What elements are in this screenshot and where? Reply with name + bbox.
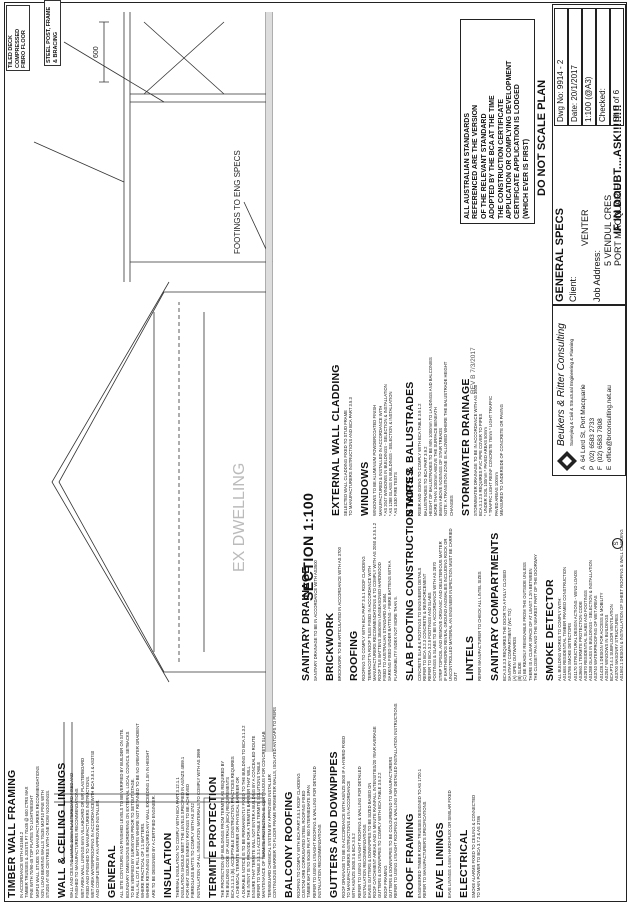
- note-heading: BALCONY ROOFING: [283, 791, 295, 898]
- note-line: TO MANUFACTURERS INSTRUCTIONS AND BCA PA…: [348, 397, 354, 516]
- note-body: THE PROTECTION OF BUILDINGS FROM TERMITE…: [220, 707, 277, 898]
- ex-dwelling-label: EX DWELLING: [231, 463, 248, 572]
- tiled-deck-callout: TILED DECK COMPRESSED FIBRO FLOOR: [6, 5, 30, 71]
- company-contacts: A 64 Lord St, Port Macquarie P (02) 6583…: [580, 384, 613, 470]
- note-line: WINDOWS TO BE ALUMINIUM POWDERCOATED FIN…: [372, 404, 378, 516]
- dimension-600: 600: [93, 46, 100, 58]
- note-line: CONTINUOUS BARRIER TO FLOOR FRAME PERIME…: [271, 707, 277, 898]
- note-heading: SMOKE DETECTOR: [544, 579, 556, 681]
- note-heading: STAIRS & BALUSTRADES: [404, 381, 417, 516]
- note-line: TIMBER BATTENS 90x35 F8 AT 900 INTERMEDI…: [306, 785, 312, 898]
- note-heading: ELECTRICAL: [457, 829, 470, 899]
- note-heading: ROOFING: [348, 630, 361, 681]
- note-line: WHERE RETAINING IS REQUIRED ANY WALL EXC…: [145, 750, 151, 898]
- note-body: WINDOWS TO BE ALUMINIUM POWDERCOATED FIN…: [372, 384, 398, 516]
- company-tagline: Surveying & Civil & Structural Engineeri…: [569, 338, 574, 446]
- section-drawing: EX DWELLING 600 FOOTINGS TO ENG SPECS: [33, 12, 273, 862]
- note-line: * AS 1530 FIRE TESTS: [393, 472, 399, 516]
- note-line: FLAMMABILITY INDEX NOT MORE THAN 5.: [392, 596, 398, 681]
- standards-note: ALL AUSTRALIAN STANDARDS REFERENCED ARE …: [460, 19, 536, 224]
- client-value: VENTER: [580, 209, 590, 246]
- note-heading: WALL & CEILING LININGS: [56, 762, 69, 898]
- note-line: CHANGES: [448, 495, 454, 516]
- company-logo-icon: [557, 451, 577, 471]
- note-body: BCA 3.8.3.3 REQUIRES THE DOOR TO A FULLY…: [502, 554, 538, 681]
- dwg-no-cell: Dwg No: 9914 - 2: [554, 8, 568, 126]
- note-heading: EAVE LININGS: [433, 822, 446, 898]
- note-heading: GUTTERS AND DOWNPIPES: [328, 751, 340, 898]
- job-label: Job Address:: [592, 249, 602, 302]
- note-body: SANITARY DRAINAGE TO BE IN ACCORDANCE WI…: [313, 560, 318, 681]
- note-line: NOTE: A TRANSITION ZONE IS ALLOWED WHERE…: [443, 361, 449, 516]
- note-heading: LINTELS: [464, 635, 477, 681]
- note-heading: BRICKWORK: [324, 612, 337, 681]
- job-line-1: 5 VENDUL CRES: [603, 194, 613, 266]
- note-body: SMOKE ALARMS FIXED TO CEILING & CONNECTE…: [471, 795, 481, 898]
- job-line-2: PORT MACQUARIE: [613, 184, 623, 266]
- note-heading: TERMITE PROTECTION: [206, 776, 219, 898]
- note-line: STUDS AT 600 CENTRES WITH ONE ROW NOGGIN…: [45, 789, 51, 898]
- note-heading: TIMBER WALL FRAMING: [6, 769, 18, 898]
- date-cell: Date: 20/1/2017: [568, 8, 582, 126]
- note-line: ALL SITE CONTOURS AND FINISHED LEVELS TO…: [119, 728, 125, 898]
- note-line: THE CLOSET PAN AND THE NEAREST PART OF T…: [532, 554, 538, 681]
- note-heading: EXTERNAL WALL CLADDING: [330, 364, 342, 516]
- note-line: REFER TO USING LYSAGHT ROOFING & WALLING…: [393, 703, 399, 898]
- note-line: MEASURED TO UNDERSIDE OF CONCRETE OR PAV…: [498, 404, 504, 516]
- note-line: AS1562.1 DESIGN & INSTALLATION OF SHEET …: [619, 529, 625, 681]
- do-not-scale: DO NOT SCALE PLAN: [536, 79, 548, 196]
- note-body: ROOF DRAINAGE TO BE IN ACCORDANCE WITH A…: [341, 703, 398, 898]
- note-line: INSTALLATION RECOMMENDATIONS: [316, 824, 322, 898]
- note-heading: INSULATION: [161, 832, 174, 898]
- footings-note: FOOTINGS TO ENG SPECS: [233, 150, 242, 254]
- steel-post-callout: STEEL POST, FRAME & BRACING: [44, 0, 61, 66]
- note-body: ROOFING TO COMPLY WITH BCA PART 3.5.1 RO…: [361, 523, 397, 681]
- note-heading: SANITARY COMPARTMENTS: [488, 532, 501, 681]
- note-body: WALL AND CEILING LINING 10mm PLASTERBOAR…: [69, 751, 100, 898]
- drawing-title: GENERAL SPECS: [554, 208, 566, 302]
- note-line: INSTALLATION OF ALL INSULATION MATERIALS…: [195, 748, 201, 898]
- note-line: REFER MANUFACTURER TO CHECK ALL LINTEL S…: [477, 571, 483, 681]
- scale-cell: 1:100 (@A3): [582, 8, 596, 126]
- note-body: THERMAL INSULATION TO COMPLY WITH BCA PA…: [175, 749, 201, 898]
- client-label: Client:: [568, 276, 578, 302]
- note-line: UNCONTROLLED MATERIAL AN ENGINEER INSPEC…: [448, 528, 454, 681]
- note-line: * TRAFFIC LIGHT REINF CONCRETE 75mm * LI…: [488, 396, 494, 516]
- note-heading: STORMWATER DRAINAGE: [459, 378, 472, 516]
- note-body: ROOFING TO COMPLY WITH BCA PART 3.5.1 RO…: [296, 766, 322, 898]
- note-line: BRICKWORK TO BE ARTICULATED IN ACCORDANC…: [337, 547, 343, 681]
- note-line: AND COMPLETED BY AN APPROVED INSTALLER.: [95, 799, 101, 898]
- note-body: ALL SITE CONTOURS AND FINISHED LEVELS TO…: [119, 723, 155, 898]
- note-heading: WINDOWS: [359, 461, 372, 516]
- note-body: ENGINEERED TIMBER ROOF TRUSSES DESIGNED …: [417, 769, 427, 898]
- note-line: (C) BE READILY REMOVABLE FROM THE OUTSID…: [522, 562, 528, 681]
- note-body: STORMWATER DRAINAGE TO BE IN ACCORDANCE …: [473, 385, 504, 516]
- company-name: Beukers & Ritter Consulting: [556, 323, 567, 446]
- note-line: ARE TO BE DESIGNED BY A CERTIFIED ENGINE…: [150, 795, 156, 898]
- note-line: MAINTENANCE OF TERMITE PROTECTION IS CON…: [261, 731, 267, 898]
- note-body: REFER MANUFACTURER TO CHECK ALL LINTEL S…: [477, 571, 482, 681]
- note-line: SANITARY DRAINAGE TO BE IN ACCORDANCE WI…: [313, 560, 318, 681]
- note-body: ALL BUILDING WORKS TO COMPLY WITH:AS1684…: [557, 529, 625, 681]
- smoke-detector-symbol: S: [612, 538, 623, 549]
- checked-cell: Checked:: [596, 8, 610, 126]
- note-heading: ROOF FRAMING: [404, 813, 417, 898]
- note-body: BRICKWORK TO BE ARTICULATED IN ACCORDANC…: [337, 547, 342, 681]
- note-body: CONCRETE SLAB & FOOTINGS TO ENGINEERS DE…: [417, 528, 459, 681]
- note-line: REFER TO MANUFACTURER'S SPECIFICATIONS: [422, 801, 428, 898]
- note-body: RISER AND GOING TO COMPLY WITH BCA TABLE…: [417, 357, 453, 516]
- sheet-cell: Sh 5 of 6: [610, 8, 624, 126]
- note-heading: GENERAL: [106, 845, 119, 898]
- note-line: TO MAIN POWER TO BCA 3.7.2 & AS 3786: [476, 815, 481, 898]
- note-line: EAVE LININGS 4.5mm HARDI-FLEX OR SIMILAR…: [446, 790, 452, 898]
- note-heading: SANITARY DRAINAGE: [300, 566, 312, 681]
- note-body: SELECTED WALL CLADDING FIXED TO STUD FRA…: [343, 397, 353, 516]
- note-body: EAVE LININGS 4.5mm HARDI-FLEX OR SIMILAR…: [447, 790, 452, 898]
- note-line: OUT: [453, 672, 459, 681]
- revision-label: REV B 7/3/2017: [470, 347, 477, 394]
